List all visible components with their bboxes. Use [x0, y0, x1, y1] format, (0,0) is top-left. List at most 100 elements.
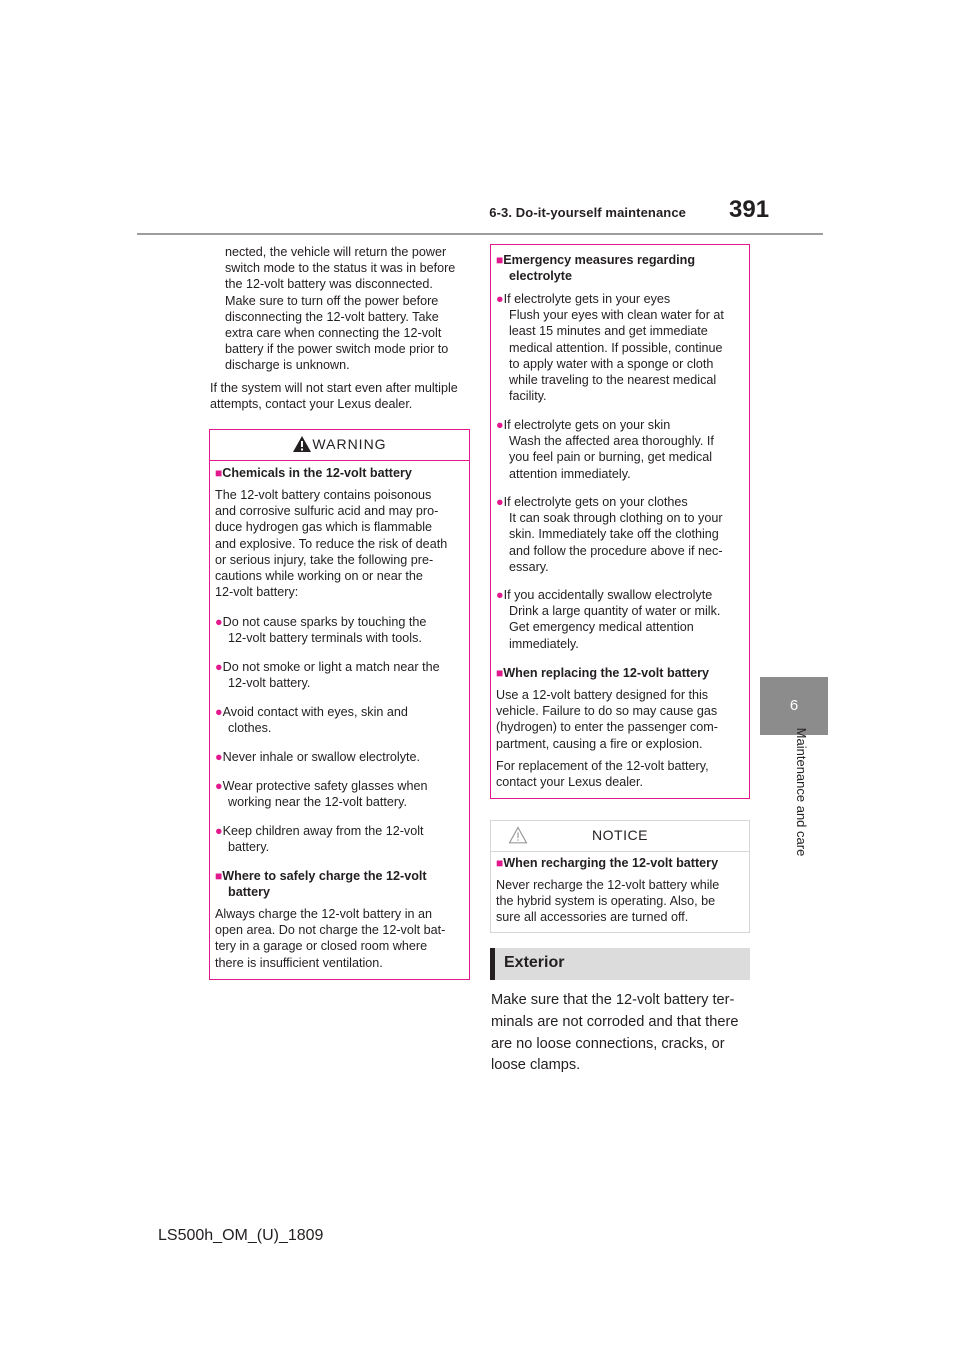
header-rule: [137, 233, 823, 235]
text-line: battery if the power switch mode prior t…: [225, 342, 449, 357]
emergency-heading: ■Emergency measures regarding electrolyt…: [496, 252, 746, 284]
bullet-text: least 15 minutes and get immediate: [509, 324, 708, 339]
text-line: disconnecting the 12-volt battery. Take: [225, 309, 439, 324]
bullet-text: 12-volt battery.: [228, 676, 311, 691]
warning-outro: Always charge the 12-volt battery in an …: [215, 906, 467, 971]
text-line: Make sure to turn off the power before: [225, 293, 439, 308]
bullet-text: immediately.: [509, 636, 579, 651]
bullet-text: attention immediately.: [509, 466, 631, 481]
bullet-text: It can soak through clothing on to your: [509, 511, 723, 526]
text-line: extra care when connecting the 12-volt: [225, 326, 442, 341]
bullet-text: facility.: [509, 389, 547, 404]
bullet-text: Flush your eyes with clean water for at: [509, 308, 724, 323]
bullet-text: Get emergency medical attention: [509, 620, 694, 635]
warning-continued-box: ■Emergency measures regarding electrolyt…: [490, 244, 750, 799]
square-bullet-icon: ■: [215, 466, 223, 480]
exterior-section-bar: Exterior: [490, 948, 750, 980]
document-code: LS500h_OM_(U)_1809: [158, 1227, 324, 1244]
text-line: sure all accessories are turned off.: [496, 910, 689, 925]
square-bullet-icon: ■: [496, 253, 504, 267]
round-bullet-icon: ●: [496, 418, 504, 432]
text-line: nected, the vehicle will return the powe…: [225, 245, 447, 259]
heading-text: When replacing the 12-volt battery: [503, 666, 709, 680]
recharging-heading: ■When recharging the 12-volt battery: [496, 855, 748, 871]
text-line: Use a 12-volt battery designed for this: [496, 688, 709, 702]
skin-bullet: ●If electrolyte gets on your skin Wash t…: [496, 417, 748, 482]
warning-intro: The 12-volt battery contains poisonous a…: [215, 487, 467, 600]
warning-heading-chemicals: ■Chemicals in the 12-volt battery: [215, 465, 465, 481]
bullet-text: clothes.: [228, 721, 272, 736]
text-line: or serious injury, take the following pr…: [215, 552, 434, 567]
bullet-text: Wear protective safety glasses when: [222, 779, 428, 793]
notice-title: NOTICE: [592, 827, 648, 843]
text-line: For replacement of the 12-volt battery,: [496, 759, 709, 773]
text-line: the hybrid system is operating. Also, be: [496, 894, 716, 909]
warning-bullet: ●Do not cause sparks by touching the 12-…: [215, 614, 467, 646]
round-bullet-icon: ●: [215, 750, 223, 764]
exterior-title: Exterior: [504, 954, 565, 971]
warning-bullet: ●Keep children away from the 12-volt bat…: [215, 823, 467, 855]
bullet-text: Do not cause sparks by touching the: [222, 615, 427, 629]
replacing-heading: ■When replacing the 12-volt battery: [496, 665, 748, 681]
text-line: loose clamps.: [491, 1057, 581, 1074]
notice-triangle-icon: [508, 826, 528, 844]
warning-heading-charge: ■Where to safely charge the 12-volt batt…: [215, 868, 467, 900]
warning-bullet: ●Do not smoke or light a match near the …: [215, 659, 467, 691]
text-line: partment, causing a fire or explosion.: [496, 736, 703, 751]
bullet-text: to apply water with a sponge or cloth: [509, 356, 714, 371]
notice-header: NOTICE: [491, 821, 749, 852]
heading-text: Emergency measures regarding: [503, 253, 696, 267]
text-line: If the system will not start even after …: [210, 381, 458, 395]
round-bullet-icon: ●: [215, 824, 223, 838]
bullet-title: If electrolyte gets on your skin: [503, 418, 671, 432]
section-title: 6-3. Do-it-yourself maintenance: [489, 205, 686, 220]
heading-text: When recharging the 12-volt battery: [503, 856, 719, 870]
text-line: cautions while working on or near the: [215, 569, 423, 584]
bullet-text: you feel pain or burning, get medical: [509, 450, 713, 465]
square-bullet-icon: ■: [496, 856, 504, 870]
bullet-title: If electrolyte gets on your clothes: [503, 495, 688, 509]
clothes-bullet: ●If electrolyte gets on your clothes It …: [496, 494, 748, 575]
bullet-text: and follow the procedure above if nec-: [509, 543, 723, 558]
replacing-paragraph: Use a 12-volt battery designed for this …: [496, 687, 748, 752]
warning-bullet: ●Never inhale or swallow electrolyte.: [215, 749, 467, 765]
text-line: and corrosive sulfuric acid and may pro-: [215, 504, 439, 519]
warning-title: WARNING: [312, 436, 387, 452]
replacement-dealer-paragraph: For replacement of the 12-volt battery, …: [496, 758, 748, 790]
square-bullet-icon: ■: [215, 869, 223, 883]
chapter-tab[interactable]: 6: [760, 677, 828, 735]
text-line: contact your Lexus dealer.: [496, 775, 644, 790]
swallow-bullet: ●If you accidentally swallow electrolyte…: [496, 587, 748, 652]
chapter-label: Maintenance and care: [794, 727, 809, 857]
text-line: vehicle. Failure to do so may cause gas: [496, 704, 718, 719]
text-line: Never recharge the 12-volt battery while: [496, 878, 720, 892]
bullet-text: Drink a large quantity of water or milk.: [509, 604, 721, 619]
text-line: are no loose connections, cracks, or: [491, 1035, 725, 1052]
round-bullet-icon: ●: [215, 779, 223, 793]
recharging-paragraph: Never recharge the 12-volt battery while…: [496, 877, 748, 926]
text-line: discharge is unknown.: [225, 358, 350, 373]
text-line: 12-volt battery:: [215, 585, 299, 600]
bullet-text: Avoid contact with eyes, skin and: [222, 705, 408, 719]
bullet-text: Keep children away from the 12-volt: [222, 824, 424, 838]
bullet-text: while traveling to the nearest medical: [509, 373, 717, 388]
dealer-paragraph: If the system will not start even after …: [210, 380, 472, 412]
heading-text: Chemicals in the 12-volt battery: [222, 466, 412, 480]
warning-bullet: ●Avoid contact with eyes, skin and cloth…: [215, 704, 467, 736]
round-bullet-icon: ●: [215, 615, 223, 629]
eyes-bullet: ●If electrolyte gets in your eyes Flush …: [496, 291, 748, 404]
text-line: Make sure that the 12-volt battery ter-: [491, 992, 735, 1008]
bullet-text: essary.: [509, 559, 549, 574]
bullet-text: Never inhale or swallow electrolyte.: [222, 750, 420, 764]
heading-text: Where to safely charge the 12-volt: [222, 869, 427, 883]
round-bullet-icon: ●: [215, 660, 223, 674]
page-number: 391: [729, 196, 770, 223]
heading-text: battery: [228, 885, 270, 900]
warning-header: WARNING: [210, 430, 469, 461]
bullet-title: If electrolyte gets in your eyes: [503, 292, 671, 306]
section-stripe: [490, 948, 495, 980]
bullet-text: skin. Immediately take off the clothing: [509, 527, 719, 542]
warning-box: WARNING ■Chemicals in the 12-volt batter…: [209, 429, 470, 980]
text-line: minals are not corroded and that there: [491, 1013, 739, 1030]
round-bullet-icon: ●: [496, 292, 504, 306]
